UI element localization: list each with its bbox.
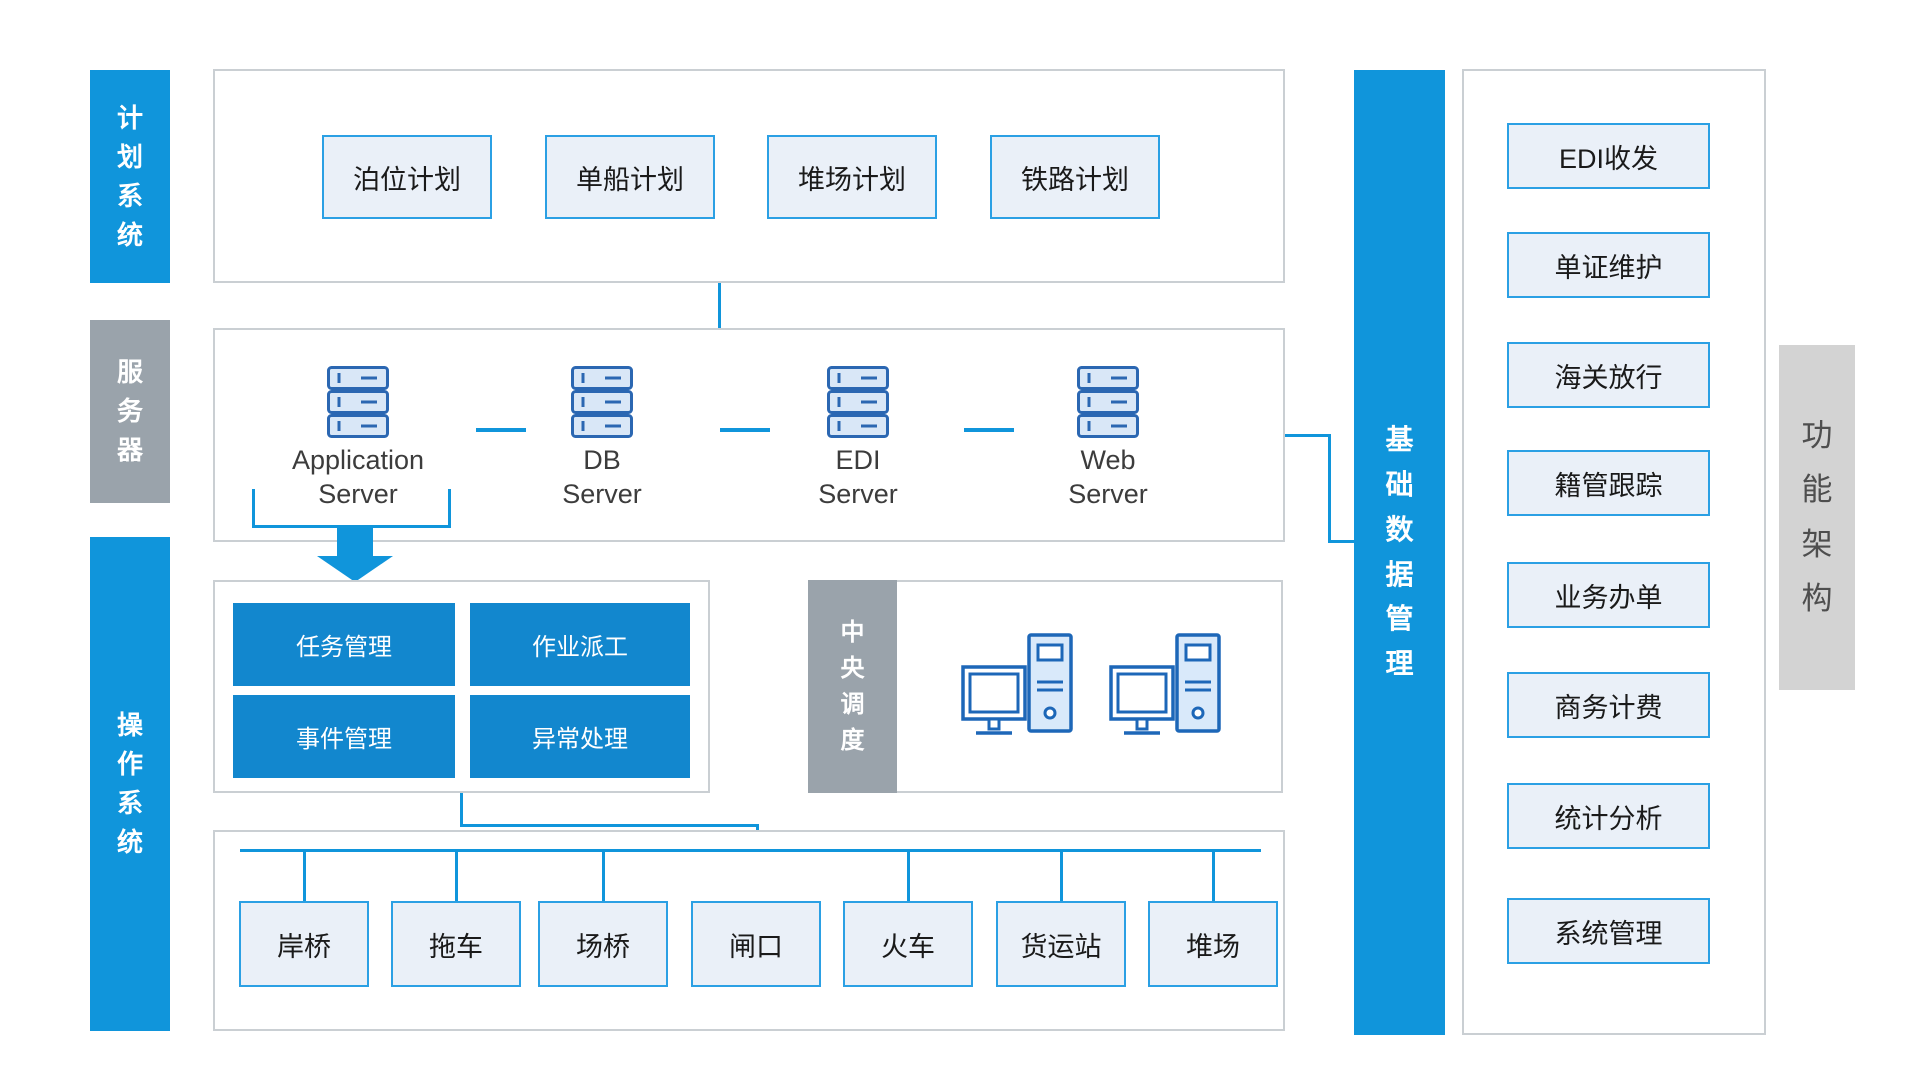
- connector-plan-to-server: [718, 283, 721, 328]
- server-icon: [571, 366, 633, 438]
- function-box-business-orders: 业务办单: [1507, 562, 1710, 628]
- server-label-web: Web Server: [1068, 445, 1148, 509]
- function-panel: [1462, 69, 1766, 1035]
- connector-server-to-datamgmt: [1328, 434, 1331, 543]
- bus-drop-line: [1212, 849, 1215, 903]
- server-link-dash: [476, 428, 526, 432]
- rail-server: 服务器: [90, 320, 170, 503]
- ops-box-job-dispatch: 作业派工: [470, 603, 690, 686]
- bracket-connector: [252, 489, 451, 528]
- plan-box-vessel: 单船计划: [545, 135, 715, 219]
- connector-ops-to-bus: [460, 793, 463, 827]
- function-box-edi: EDI收发: [1507, 123, 1710, 189]
- server-link-dash: [964, 428, 1014, 432]
- server-icon: [327, 366, 389, 438]
- rail-operation-system-label: 操作系统: [117, 710, 144, 857]
- device-box-freight-station: 货运站: [996, 901, 1126, 987]
- ops-box-task-management: 任务管理: [233, 603, 455, 686]
- plan-box-berth: 泊位计划: [322, 135, 492, 219]
- function-box-document-maintenance: 单证维护: [1507, 232, 1710, 298]
- device-box-yard: 堆场: [1148, 901, 1278, 987]
- function-box-system-management: 系统管理: [1507, 898, 1710, 964]
- central-dispatch-label: 中央调度: [840, 618, 865, 754]
- functional-architecture-label: 功能架构: [1801, 418, 1833, 616]
- server-link-dash: [720, 428, 770, 432]
- device-box-train: 火车: [843, 901, 973, 987]
- connector-server-to-datamgmt: [1285, 434, 1331, 437]
- bus-drop-line: [907, 849, 910, 903]
- function-box-commercial-billing: 商务计费: [1507, 672, 1710, 738]
- connector-server-to-datamgmt: [1328, 540, 1354, 543]
- function-box-statistics: 统计分析: [1507, 783, 1710, 849]
- rail-server-label: 服务器: [117, 357, 144, 465]
- bus-drop-line: [455, 849, 458, 903]
- server-label-application: Application Server: [291, 445, 425, 509]
- server-icon: [1077, 366, 1139, 438]
- down-arrow-icon: [317, 556, 393, 582]
- connector-ops-to-bus: [460, 824, 759, 827]
- plan-box-rail: 铁路计划: [990, 135, 1160, 219]
- server-label-db: DB Server: [562, 445, 642, 509]
- down-arrow-icon: [337, 528, 373, 556]
- bus-drop-line: [303, 849, 306, 903]
- base-data-management-bar: 基础数据管理: [1354, 70, 1445, 1035]
- device-box-yard-crane: 场桥: [538, 901, 668, 987]
- ops-box-exception-handling: 异常处理: [470, 695, 690, 778]
- server-icon: [827, 366, 889, 438]
- device-box-quay-crane: 岸桥: [239, 901, 369, 987]
- desktop-computer-icon: [1109, 633, 1221, 735]
- functional-architecture-bar: 功能架构: [1779, 345, 1855, 690]
- device-box-truck: 拖车: [391, 901, 521, 987]
- bus-drop-line: [602, 849, 605, 903]
- bus-line: [240, 849, 1261, 852]
- server-label-edi: EDI Server: [818, 445, 898, 509]
- rail-operation-system: 操作系统: [90, 537, 170, 1031]
- base-data-management-label: 基础数据管理: [1385, 424, 1414, 680]
- ops-box-event-management: 事件管理: [233, 695, 455, 778]
- rail-plan-system-label: 计划系统: [117, 102, 144, 250]
- rail-plan-system: 计划系统: [90, 70, 170, 283]
- desktop-computer-icon: [961, 633, 1073, 735]
- function-box-container-tracking: 籍管跟踪: [1507, 450, 1710, 516]
- central-dispatch-bar: 中央调度: [808, 580, 897, 793]
- plan-box-yard: 堆场计划: [767, 135, 937, 219]
- bus-drop-line: [1060, 849, 1063, 903]
- device-box-gate: 闸口: [691, 901, 821, 987]
- function-box-customs-release: 海关放行: [1507, 342, 1710, 408]
